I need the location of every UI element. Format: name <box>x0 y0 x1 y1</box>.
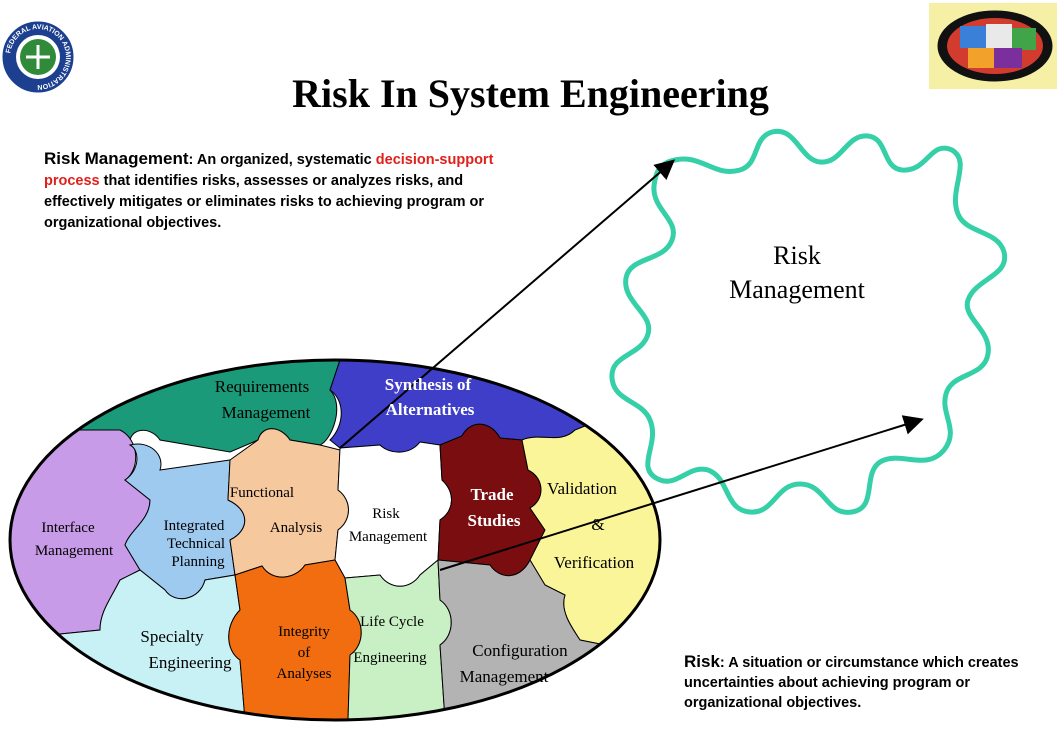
label-configuration-2: Management <box>460 667 549 686</box>
label-integrated-2: Technical <box>167 536 225 552</box>
risk-term: Risk <box>684 652 720 671</box>
label-trade-2: Studies <box>468 511 521 530</box>
label-configuration-1: Configuration <box>472 641 568 660</box>
label-integrated-1: Integrated <box>164 518 225 534</box>
label-requirements-1: Requirements <box>215 377 309 396</box>
label-integrity-2: of <box>298 645 311 661</box>
piece-functional-analysis <box>227 428 349 578</box>
label-validation-2: & <box>591 515 604 534</box>
label-validation-3: Verification <box>554 553 635 572</box>
label-validation-1: Validation <box>547 479 617 498</box>
label-synthesis-1: Synthesis of <box>385 375 472 394</box>
faa-seal-logo: FEDERAL AVIATION ADMINISTRATION <box>1 20 75 94</box>
risk-management-term: Risk Management <box>44 149 189 168</box>
risk-definition: Risk: A situation or circumstance which … <box>684 652 1019 711</box>
label-lifecycle-2: Engineering <box>353 650 427 666</box>
label-integrity-3: Analyses <box>277 666 332 682</box>
ellipse-outline <box>8 358 662 722</box>
label-integrity-1: Integrity <box>278 624 330 640</box>
label-risk-1: Risk <box>372 506 400 522</box>
label-requirements-2: Management <box>222 403 311 422</box>
big-piece-line2: Management <box>729 275 866 304</box>
label-interface-1: Interface <box>41 520 95 536</box>
puzzle-logo <box>929 3 1057 89</box>
risk-management-definition: Risk Management: An organized, systemati… <box>44 149 494 231</box>
label-lifecycle-1: Life Cycle <box>360 614 424 630</box>
label-trade-1: Trade <box>470 485 514 504</box>
piece-integrity-analyses <box>228 559 362 720</box>
label-integrated-3: Planning <box>171 554 225 570</box>
big-risk-piece <box>609 128 1008 515</box>
arrow-upper <box>339 159 676 449</box>
big-piece-line1: Risk <box>773 241 821 270</box>
page-title: Risk In System Engineering <box>292 71 769 116</box>
arrow-lower <box>439 415 924 571</box>
label-synthesis-2: Alternatives <box>386 400 475 419</box>
highlighted-phrase: decision-support process <box>44 152 494 189</box>
label-specialty-1: Specialty <box>140 627 204 646</box>
label-functional-2: Analysis <box>270 520 323 536</box>
label-functional-1: Functional <box>230 485 294 501</box>
label-risk-2: Management <box>349 529 428 545</box>
label-specialty-2: Engineering <box>148 653 232 672</box>
label-interface-2: Management <box>35 543 114 559</box>
